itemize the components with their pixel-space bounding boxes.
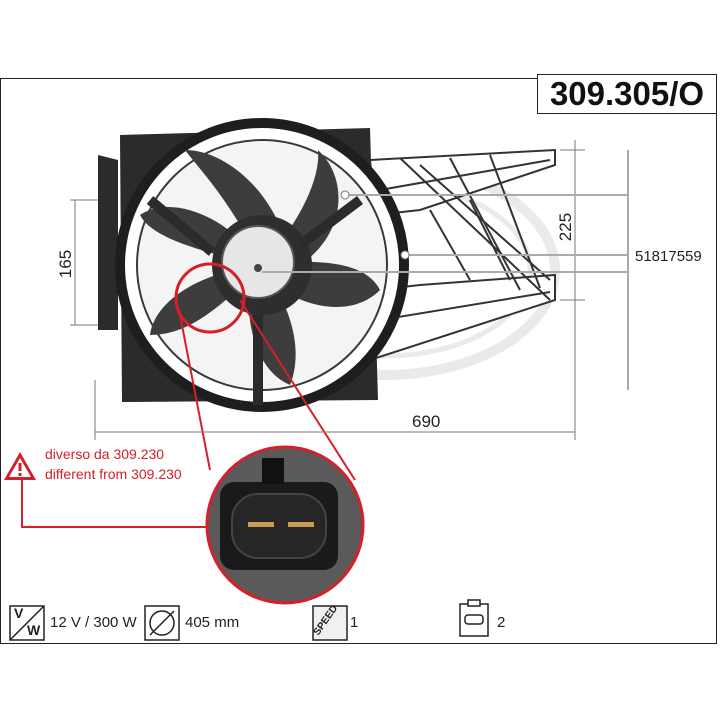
dimension-height-right: 225 (556, 212, 576, 242)
notice-line-italian: diverso da 309.230 (45, 446, 165, 462)
notice-leader-line (21, 478, 208, 528)
speeds-value: 1 (350, 614, 359, 631)
dimension-height-left: 165 (56, 249, 76, 279)
connector-pins-value: 2 (497, 614, 506, 631)
warning-triangle-icon (4, 452, 36, 480)
voltage-icon-bottom-label: W (27, 622, 41, 638)
voltage-icon-top-label: V (14, 605, 24, 621)
dimension-lines (70, 140, 629, 440)
product-code: 309.305/O (537, 74, 717, 114)
part-number: 51817559 (635, 248, 702, 265)
diameter-icon (144, 605, 180, 641)
dimension-width: 690 (412, 412, 441, 431)
mounting-bracket (368, 148, 556, 362)
voltage-power-icon (9, 605, 45, 641)
notice-line-english: different from 309.230 (45, 466, 182, 482)
diameter-value: 405 mm (185, 614, 240, 631)
motor-hub (212, 215, 312, 315)
connector-icon (459, 599, 489, 637)
connector-closeup (205, 445, 365, 605)
connector-highlight-circle (174, 262, 246, 334)
speed-icon (312, 605, 348, 641)
power-value: 12 V / 300 W (50, 614, 137, 631)
